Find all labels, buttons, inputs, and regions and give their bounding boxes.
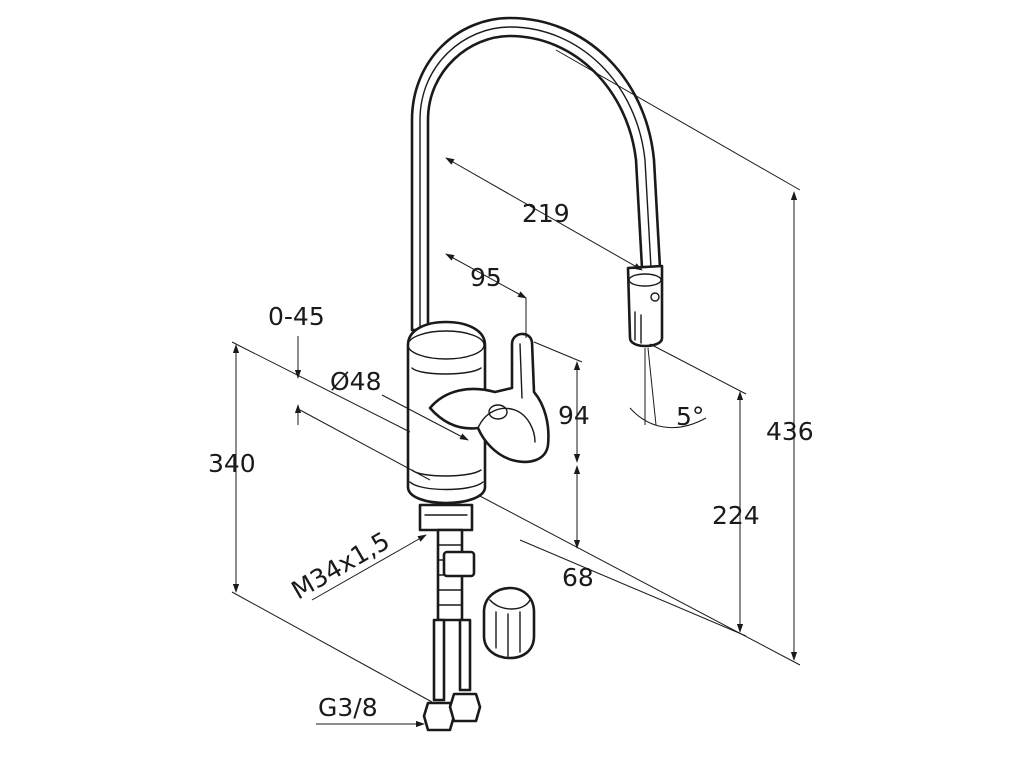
clamp-nut (442, 550, 476, 578)
dim-line-219 (445, 157, 643, 271)
spray-button (650, 292, 660, 302)
label-436: 436 (766, 417, 814, 446)
spout-highlight (419, 26, 652, 329)
label-219: 219 (522, 199, 570, 228)
spray-head (626, 264, 664, 348)
dimension-lines (231, 49, 801, 728)
dim-leader-m34 (311, 534, 427, 601)
label-0-45: 0-45 (268, 302, 325, 331)
mounting-shank (418, 503, 474, 532)
label-g38: G3/8 (318, 693, 378, 722)
hose-counterweight (482, 586, 536, 660)
spout-gooseneck (410, 16, 662, 332)
label-94: 94 (558, 401, 590, 430)
dim-line-d48 (381, 394, 469, 441)
supply-hose-right (458, 618, 472, 692)
label-95: 95 (470, 263, 502, 292)
label-68: 68 (562, 563, 594, 592)
hose-nut-right (448, 692, 482, 723)
supply-hose-left (432, 618, 446, 702)
dim-line-95 (445, 253, 527, 299)
label-m34: M34x1,5 (287, 526, 395, 605)
dim-arc-5deg (629, 407, 707, 429)
label-224: 224 (712, 501, 760, 530)
label-5deg: 5° (676, 402, 704, 431)
spray-head-ring (628, 273, 662, 287)
label-340: 340 (208, 449, 256, 478)
label-d48: Ø48 (330, 367, 382, 396)
faucet-illustration (406, 16, 664, 732)
